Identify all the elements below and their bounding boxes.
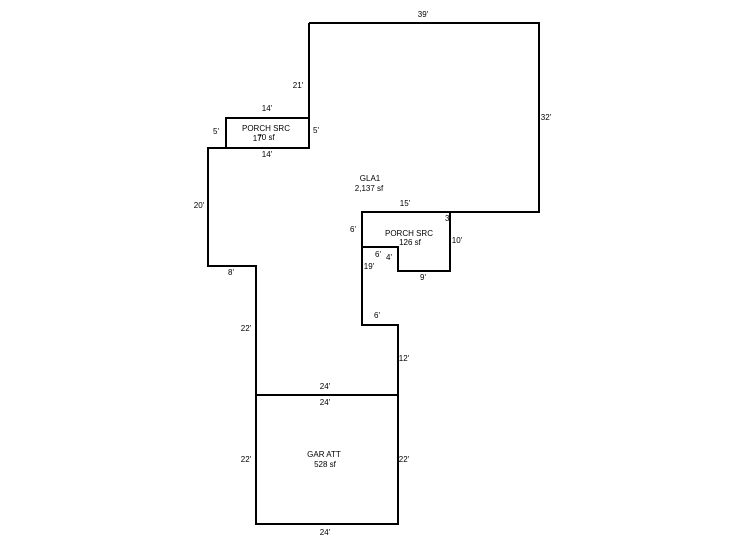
porch-lower-name: PORCH SRC (385, 229, 433, 238)
dim-inner-wall: 19' (364, 262, 375, 271)
dim-porch2-right: 10' (452, 236, 463, 245)
garage-outline (255, 394, 399, 525)
dim-notch-left: 6' (350, 225, 356, 234)
gla-size: 2,137 sf (355, 184, 384, 193)
dim-porch-overlap: 17' (253, 134, 264, 143)
dim-upper-left-riser: 21' (293, 81, 304, 90)
dim-right-wall: 32' (541, 113, 552, 122)
porch-upper-outline (225, 117, 310, 149)
dim-garage-top-inner: 24' (320, 398, 331, 407)
dim-porch-bottom: 14' (262, 150, 273, 159)
dim-porch2-bottom: 9' (420, 273, 426, 282)
porch-upper-size: 70 sf (257, 133, 275, 142)
dim-top-width: 39' (418, 10, 429, 19)
gla-outline (207, 22, 540, 396)
dim-left-step: 8' (228, 268, 234, 277)
dim-porch-left: 5' (213, 127, 219, 136)
dim-porch-top: 14' (262, 104, 273, 113)
dim-porch2-top-right: 3' (445, 214, 451, 223)
dim-garage-right: 22' (399, 455, 410, 464)
dim-porch2-inner-left: 4' (386, 253, 392, 262)
porch-lower-size: 126 sf (399, 238, 422, 247)
garage-size: 528 sf (314, 460, 337, 469)
dim-porch2-inner-top: 6' (375, 250, 381, 259)
dim-porch-right: 5' (313, 126, 319, 135)
porch-upper-name: PORCH SRC (242, 124, 290, 133)
dim-inner-lower: 12' (399, 354, 410, 363)
dim-inner-step: 6' (374, 311, 380, 320)
dim-garage-top-outer: 24' (320, 382, 331, 391)
dim-left-lower: 22' (241, 324, 252, 333)
gla-name: GLA1 (360, 174, 381, 183)
dim-garage-left: 22' (241, 455, 252, 464)
porch-lower-outline (362, 211, 451, 272)
dim-garage-bottom: 24' (320, 528, 331, 537)
garage-name: GAR ATT (307, 450, 341, 459)
dim-notch-top: 15' (400, 199, 411, 208)
dim-left-wall: 20' (194, 201, 205, 210)
